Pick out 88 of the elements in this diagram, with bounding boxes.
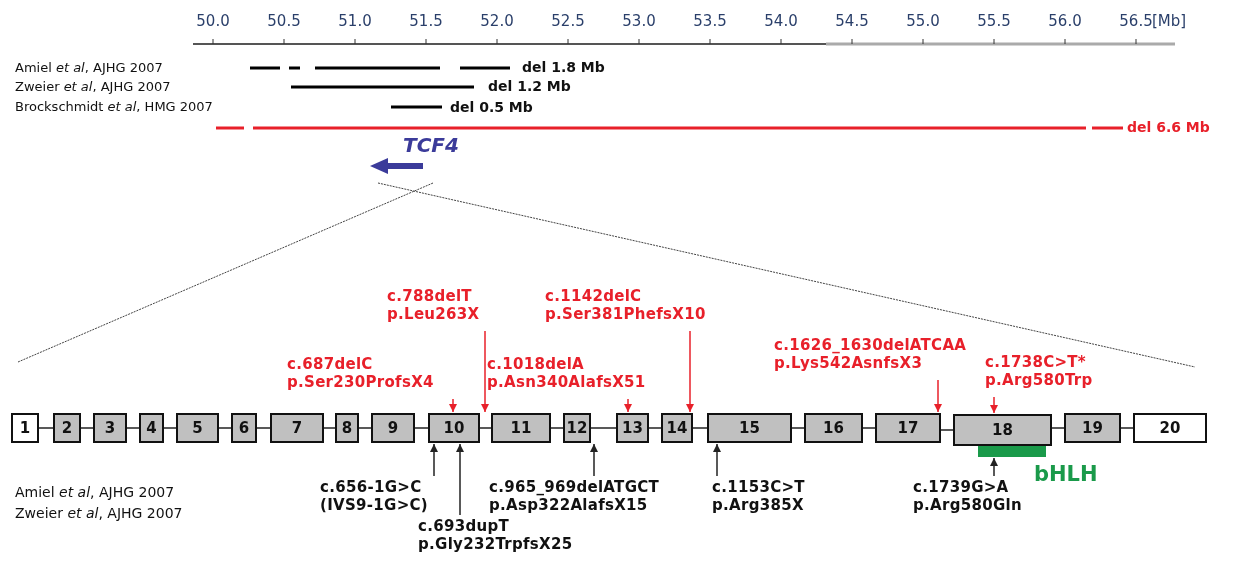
domain-label: bHLH — [1034, 462, 1098, 486]
exon-box: 4 — [139, 413, 164, 443]
exon-box: 8 — [335, 413, 359, 443]
exon-box: 11 — [491, 413, 551, 443]
exon-box: 19 — [1064, 413, 1121, 443]
arrow — [934, 379, 942, 413]
tick-label: 56.0 — [1048, 12, 1082, 30]
connector-line — [590, 427, 617, 429]
mutation-label: c.687delC p.Ser230ProfsX4 — [287, 355, 434, 391]
connector-line — [940, 429, 954, 431]
exon-box: 7 — [270, 413, 324, 443]
reference-text: Zweier et al, AJHG 2007 — [15, 79, 171, 94]
connector-line — [358, 427, 372, 429]
axis-unit: [Mb] — [1152, 12, 1187, 30]
exon-box: 5 — [176, 413, 219, 443]
connector-line — [218, 427, 232, 429]
connector-line — [692, 427, 708, 429]
tick-label: 52.0 — [480, 12, 514, 30]
exon-box: 13 — [616, 413, 649, 443]
reference-text: Zweier et al, AJHG 2007 — [15, 505, 183, 521]
connector-line — [1120, 427, 1134, 429]
tick-label: 50.0 — [196, 12, 230, 30]
tick-label: 55.5 — [977, 12, 1011, 30]
reference-text: Amiel et al, AJHG 2007 — [15, 60, 163, 75]
connector-line — [38, 427, 54, 429]
connector-line — [163, 427, 177, 429]
connector-line — [550, 427, 564, 429]
exon-box: 1 — [11, 413, 39, 443]
exon-box: 10 — [428, 413, 480, 443]
mutation-label: c.788delT p.Leu263X — [387, 287, 480, 323]
tick-label: 53.5 — [693, 12, 727, 30]
exon-box: 16 — [804, 413, 863, 443]
exon-box: 15 — [707, 413, 792, 443]
tick-label: 54.0 — [764, 12, 798, 30]
connector-line — [1051, 427, 1065, 429]
mutation-label: c.965_969delATGCT p.Asp322AlafsX15 — [489, 478, 660, 514]
tick-label: 54.5 — [835, 12, 869, 30]
tick-label: 55.0 — [906, 12, 940, 30]
exon-box: 12 — [563, 413, 591, 443]
exon-box: 14 — [661, 413, 693, 443]
tick-label: 53.0 — [622, 12, 656, 30]
deletion-label: del 1.2 Mb — [488, 78, 571, 94]
arrow — [686, 330, 694, 413]
mutation-label: c.1153C>T p.Arg385X — [712, 478, 805, 514]
exon-box: 17 — [875, 413, 941, 443]
connector-line — [323, 427, 336, 429]
deletion-label: del 0.5 Mb — [450, 99, 533, 115]
mutation-label: c.1142delC p.Ser381PhefsX10 — [545, 287, 706, 323]
arrow — [449, 398, 457, 413]
tick-label: 50.5 — [267, 12, 301, 30]
exon-box: 20 — [1133, 413, 1207, 443]
exon-box: 3 — [93, 413, 127, 443]
mutation-label: c.656-1G>C (IVS9-1G>C) — [320, 478, 428, 514]
mutation-label: c.1739G>A p.Arg580Gln — [913, 478, 1022, 514]
deletion-label: del 6.6 Mb — [1127, 119, 1210, 135]
arrow — [456, 443, 464, 516]
exon-box: 6 — [231, 413, 257, 443]
connector-line — [256, 427, 271, 429]
mutation-label: c.693dupT p.Gly232TrpfsX25 — [418, 517, 573, 553]
arrow — [430, 443, 438, 477]
arrow — [481, 330, 489, 413]
connector-line — [648, 427, 662, 429]
gene-name: TCF4 — [403, 133, 459, 157]
arrow — [990, 457, 998, 477]
arrow — [990, 396, 998, 414]
reference-text: Brockschmidt et al, HMG 2007 — [15, 99, 213, 114]
connector-line — [126, 427, 140, 429]
arrow — [713, 443, 721, 477]
mutation-label: c.1018delA p.Asn340AlafsX51 — [487, 355, 646, 391]
exon-box: 9 — [371, 413, 415, 443]
connector-line — [479, 427, 492, 429]
tick-label: 52.5 — [551, 12, 585, 30]
connector-line — [80, 427, 94, 429]
arrow — [590, 443, 598, 477]
deletion-label: del 1.8 Mb — [522, 59, 605, 75]
reference-text: Amiel et al, AJHG 2007 — [15, 484, 175, 500]
tick-label: 56.5 — [1119, 12, 1153, 30]
domain-bar — [978, 446, 1046, 457]
arrow — [624, 398, 632, 413]
exon-box: 18 — [953, 414, 1052, 446]
connector-line — [414, 427, 429, 429]
connector-line — [862, 427, 876, 429]
tick-label: 51.5 — [409, 12, 443, 30]
connector-line — [791, 427, 805, 429]
mutation-label: c.1738C>T* p.Arg580Trp — [985, 353, 1093, 389]
mutation-label: c.1626_1630delATCAA p.Lys542AsnfsX3 — [774, 336, 967, 372]
exon-box: 2 — [53, 413, 81, 443]
tick-label: 51.0 — [338, 12, 372, 30]
